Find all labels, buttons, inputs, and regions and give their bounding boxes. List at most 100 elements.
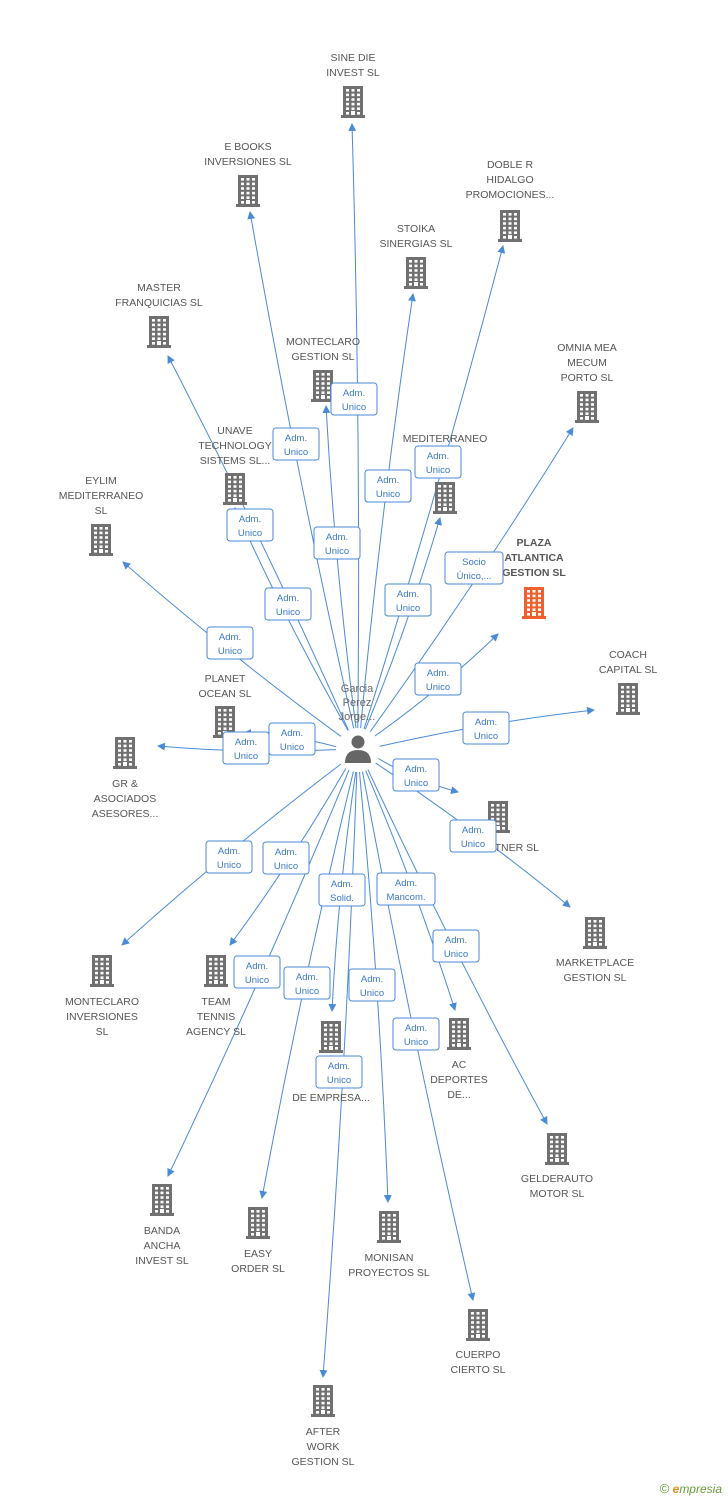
node-label-unave[interactable]: UNAVE [217,425,252,437]
node-label-sine-die[interactable]: SINE DIE [331,52,376,64]
brand-watermark[interactable]: © empresia [660,1481,722,1496]
node-label-banda[interactable]: INVEST SL [135,1255,189,1267]
role-label-planet[interactable]: Adm.Unico [222,731,270,765]
node-label-banda[interactable]: ANCHA [144,1240,181,1252]
person-icon[interactable] [345,735,371,764]
building-icon[interactable] [341,86,365,118]
node-label-team[interactable]: AGENCY SL [186,1026,246,1038]
role-label-team[interactable]: Adm.Unico [262,841,310,875]
node-label-monteclaro-gestion[interactable]: MONTECLARO [286,336,360,348]
node-label-after[interactable]: GESTION SL [291,1456,354,1468]
node-label-gr[interactable]: ASESORES... [92,808,159,820]
node-label-master[interactable]: FRANQUICIAS SL [115,297,203,309]
node-label-marketplace[interactable]: MARKETPLACE [556,957,634,969]
building-icon[interactable] [246,1207,270,1239]
node-label-monteclaro-gestion[interactable]: GESTION SL [291,351,354,363]
building-icon[interactable] [583,917,607,949]
node-label-coach[interactable]: CAPITAL SL [599,664,658,676]
building-icon[interactable] [319,1021,343,1053]
node-label-monteclaro-inv[interactable]: MONTECLARO [65,996,139,1008]
node-label-doble-r[interactable]: HIDALGO [486,174,533,186]
node-label-easy[interactable]: EASY [244,1248,272,1260]
node-label-mediterraneo[interactable]: MEDITERRANEO [403,433,488,445]
node-label-unave[interactable]: TECHNOLOGY [198,440,272,452]
role-label-coach[interactable]: Adm.Unico [462,711,510,745]
building-icon[interactable] [113,737,137,769]
building-icon[interactable] [522,587,546,619]
node-label-eylim[interactable]: SL [95,505,108,517]
node-label-plaza[interactable]: PLAZA [517,537,552,549]
role-label-monteclaro-gestion[interactable]: Adm.Unico [313,526,361,560]
node-label-unave[interactable]: SISTEMS SL... [200,455,271,467]
node-label-sine-die[interactable]: INVEST SL [326,67,380,79]
node-label-ga[interactable]: DE EMPRESA... [292,1092,370,1104]
role-label-gelder[interactable]: Adm.Unico [432,929,480,963]
node-label-eylim[interactable]: MEDITERRANEO [59,490,144,502]
role-label-omnia[interactable]: Adm.Unico [384,583,432,617]
role-label-ac[interactable]: Adm.Mancom. [376,872,436,906]
role-label-unave[interactable]: Adm.Unico [264,587,312,621]
role-label-banda[interactable]: Adm.Unico [233,955,281,989]
center-person-label[interactable]: Perez [343,697,372,709]
center-person-label[interactable]: Garcia [341,683,374,695]
node-label-monteclaro-inv[interactable]: INVERSIONES [66,1011,138,1023]
role-label-after[interactable]: Adm.Unico [315,1055,363,1089]
building-icon[interactable] [466,1309,490,1341]
role-label-e-books[interactable]: Adm.Unico [272,427,320,461]
node-label-cuerpo[interactable]: CUERPO [456,1349,501,1361]
role-label-marketplace[interactable]: Adm.Unico [449,819,497,853]
role-label-sine-die[interactable]: Adm.Unico [330,382,378,416]
role-label-easy[interactable]: Adm.Unico [283,966,331,1000]
role-label-plaza-socio[interactable]: SocioÚnico,... [444,551,504,585]
node-label-marketplace[interactable]: GESTION SL [563,972,626,984]
node-label-stoika[interactable]: STOIKA [397,223,435,235]
node-label-team[interactable]: TEAM [201,996,230,1008]
node-label-omnia[interactable]: OMNIA MEA [557,342,617,354]
node-label-banda[interactable]: BANDA [144,1225,180,1237]
role-label-stoika[interactable]: Adm.Unico [364,469,412,503]
node-label-monisan[interactable]: MONISAN [364,1252,413,1264]
node-label-e-books[interactable]: INVERSIONES SL [204,156,292,168]
role-label-gr[interactable]: Adm.Unico [268,722,316,756]
node-label-monisan[interactable]: PROYECTOS SL [348,1267,430,1279]
node-label-omnia[interactable]: PORTO SL [561,372,614,384]
role-label-plaza-adm[interactable]: Adm.Unico [414,662,462,696]
node-label-ac[interactable]: DEPORTES [430,1074,488,1086]
node-label-plaza[interactable]: ATLANTICA [504,552,564,564]
role-label-t-partner[interactable]: Adm.Unico [392,758,440,792]
role-label-master[interactable]: Adm.Unico [226,508,274,542]
node-label-gelder[interactable]: GELDERAUTO [521,1173,593,1185]
building-icon[interactable] [147,316,171,348]
building-icon[interactable] [616,683,640,715]
node-label-monteclaro-inv[interactable]: SL [96,1026,109,1038]
role-label-monteclaro-inv[interactable]: Adm.Unico [205,840,253,874]
center-person[interactable]: GarciaPerezJorge... [339,683,376,763]
building-icon[interactable] [575,391,599,423]
role-label-eylim[interactable]: Adm.Unico [206,626,254,660]
node-label-e-books[interactable]: E BOOKS [224,141,271,153]
building-icon[interactable] [545,1133,569,1165]
building-icon[interactable] [433,482,457,514]
building-icon[interactable] [311,1385,335,1417]
node-label-after[interactable]: WORK [307,1441,340,1453]
node-label-team[interactable]: TENNIS [197,1011,236,1023]
building-icon[interactable] [223,473,247,505]
node-label-gr[interactable]: ASOCIADOS [94,793,156,805]
building-icon[interactable] [204,955,228,987]
role-label-mediterraneo[interactable]: Adm.Unico [414,445,462,479]
node-label-doble-r[interactable]: DOBLE R [487,159,534,171]
node-label-planet[interactable]: PLANET [205,673,246,685]
building-icon[interactable] [150,1184,174,1216]
node-label-gelder[interactable]: MOTOR SL [530,1188,585,1200]
node-label-planet[interactable]: OCEAN SL [198,688,251,700]
node-label-easy[interactable]: ORDER SL [231,1263,285,1275]
building-icon[interactable] [498,210,522,242]
building-icon[interactable] [377,1211,401,1243]
building-icon[interactable] [89,524,113,556]
node-label-coach[interactable]: COACH [609,649,647,661]
building-icon[interactable] [236,175,260,207]
role-label-ga[interactable]: Adm.Solid. [318,873,366,907]
node-label-gr[interactable]: GR & [112,778,138,790]
node-label-ac[interactable]: DE... [447,1089,470,1101]
node-label-eylim[interactable]: EYLIM [85,475,117,487]
